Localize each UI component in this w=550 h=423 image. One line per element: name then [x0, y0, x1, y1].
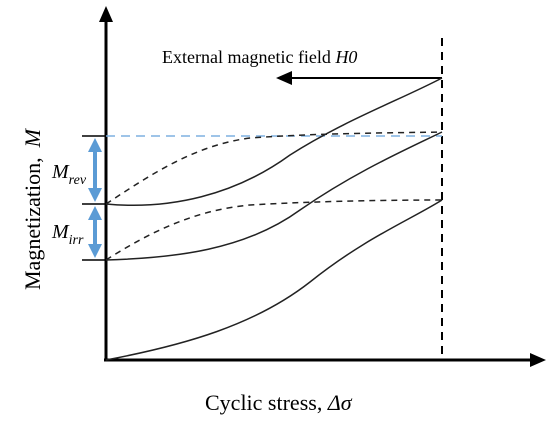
solid-curve-bottom: [105, 199, 443, 361]
dashed-curve-upper: [105, 131, 443, 205]
solid-curve-top: [105, 77, 443, 207]
dashed-curve-lower: [105, 199, 443, 261]
field-arrowhead: [276, 71, 292, 85]
m-irr-arrowhead-down: [88, 244, 102, 258]
m-irr-arrowhead-up: [88, 206, 102, 220]
x-axis-arrowhead: [530, 353, 546, 367]
field-label: External magnetic field H0: [162, 47, 357, 67]
m-irr-label: Mirr: [51, 221, 84, 248]
y-axis-label: Magnetization,M: [20, 127, 45, 290]
m-rev-arrowhead-down: [88, 188, 102, 202]
m-rev-arrowhead-up: [88, 138, 102, 152]
y-axis-arrowhead: [99, 6, 113, 22]
m-rev-label: Mrev: [51, 161, 87, 188]
solid-curve-middle: [105, 131, 443, 261]
x-axis-label: Cyclic stress, Δσ: [205, 390, 353, 415]
